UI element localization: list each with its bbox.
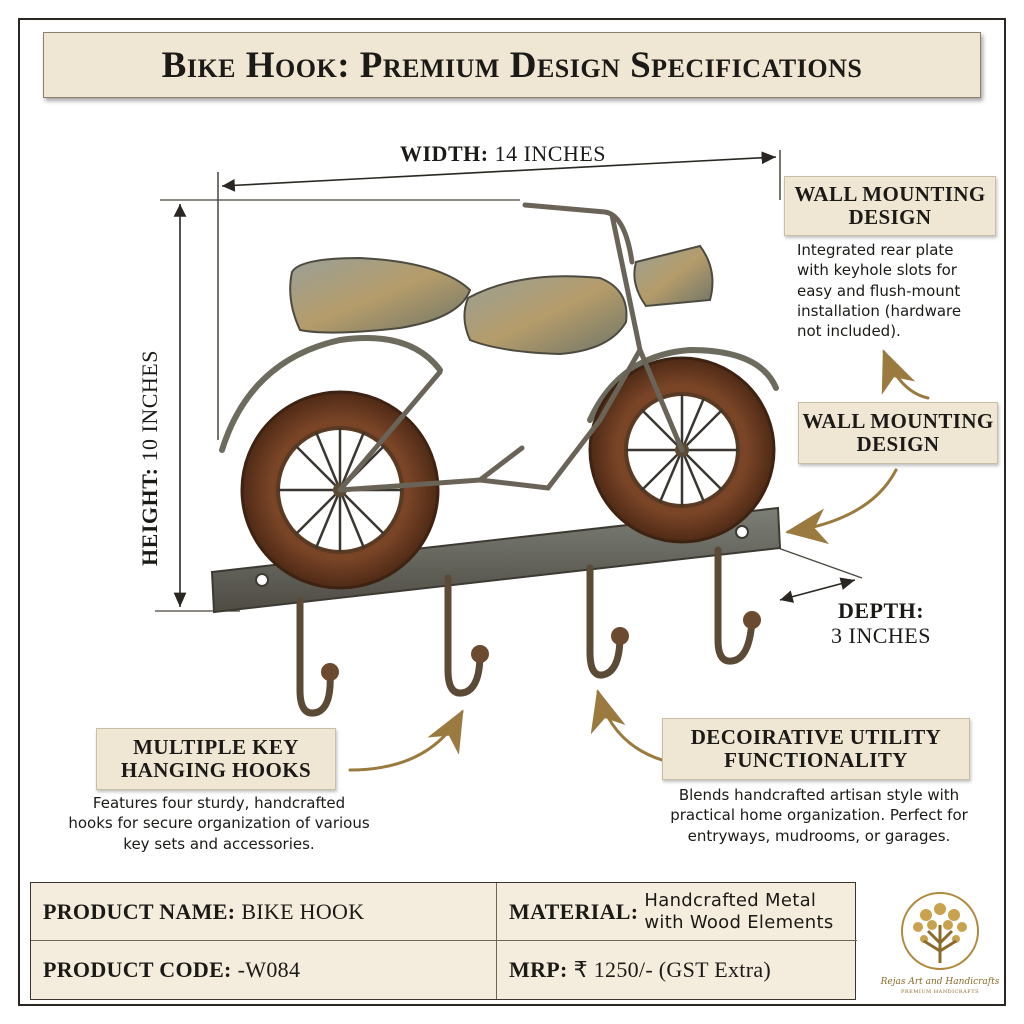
desc-line: entryways, mudrooms, or garages. (687, 826, 951, 845)
spec-key: PRODUCT CODE: (43, 957, 232, 982)
desc-line: with keyhole slots for (797, 261, 957, 280)
desc-line: Blends handcrafted artisan style with (678, 786, 960, 804)
width-dimension-line (217, 150, 781, 440)
spec-cell-product-name: PRODUCT NAME: BIKE HOOK (31, 883, 497, 941)
depth-label: DEPTH: 3 INCHES (826, 598, 936, 649)
desc-line: key sets and accessories. (123, 834, 315, 853)
hooks-line1: MULTIPLE KEY (133, 734, 299, 759)
brand-logo: Rejas Art and Handicrafts PREMIUM HANDIC… (880, 885, 1000, 1003)
spec-table: PRODUCT NAME: BIKE HOOK MATERIAL: Handcr… (30, 882, 857, 1000)
wall-mounting-label-mid: WALL MOUNTING DESIGN (798, 402, 998, 464)
desc-line: not included). (797, 322, 901, 340)
bike-frame (337, 202, 685, 493)
spec-value: Handcrafted Metal with Wood Elements (644, 890, 833, 933)
desc-line: easy and flush-mount (797, 281, 961, 300)
spec-value: -W084 (237, 957, 301, 982)
material-line1: Handcrafted Metal (644, 889, 817, 911)
hooks-label: MULTIPLE KEY HANGING HOOKS (96, 728, 336, 790)
spec-value: BIKE HOOK (241, 898, 365, 924)
depth-dimension-line (777, 547, 863, 603)
depth-key: DEPTH: (837, 598, 925, 623)
brand-name: Rejas Art and Handicrafts (880, 977, 1000, 987)
spec-key: MRP: (509, 957, 568, 982)
wall-mounting-mid-line1: WALL MOUNTING (802, 408, 994, 433)
spec-cell-mrp: MRP: ₹ 1250/- (GST Extra) (497, 941, 857, 999)
depth-value: 3 INCHES (831, 623, 931, 649)
wall-mounting-top-line1: WALL MOUNTING (794, 181, 986, 206)
width-value: 14 INCHES (494, 141, 607, 166)
utility-label: DECOIRATIVE UTILITY FUNCTIONALITY (662, 718, 970, 780)
bike-seat (289, 256, 472, 334)
height-key: HEIGHT: (137, 467, 162, 566)
width-key: WIDTH: (400, 141, 489, 166)
brand-tagline: PREMIUM HANDICRAFTS (900, 989, 980, 995)
bike-headlight (633, 244, 714, 308)
desc-line: installation (hardware (797, 301, 962, 320)
utility-description: Blends handcrafted artisan style with pr… (646, 785, 992, 846)
utility-line2: FUNCTIONALITY (724, 748, 908, 772)
wall-mounting-mid-line2: DESIGN (856, 432, 940, 456)
desc-line: Features four sturdy, handcrafted (92, 794, 346, 812)
spec-cell-product-code: PRODUCT CODE: -W084 (31, 941, 497, 999)
desc-line: hooks for secure organization of various (68, 814, 370, 833)
wall-mounting-description: Integrated rear plate with keyhole slots… (797, 240, 997, 341)
spec-cell-material: MATERIAL: Handcrafted Metal with Wood El… (497, 883, 857, 941)
spec-key: MATERIAL: (509, 898, 639, 924)
desc-line: Integrated rear plate (797, 241, 954, 259)
spec-key: PRODUCT NAME: (43, 898, 236, 924)
tree-logo-icon (901, 892, 979, 970)
page-title: Bike Hook: Premium Design Specifications (43, 32, 981, 98)
wall-mounting-label-top: WALL MOUNTING DESIGN (784, 176, 996, 236)
material-line2: with Wood Elements (644, 911, 834, 933)
bike-tank (463, 275, 628, 356)
callout-arrows (348, 349, 930, 772)
height-label: HEIGHT: 10 INCHES (137, 338, 163, 578)
wall-mounting-top-line2: DESIGN (848, 205, 932, 229)
width-label: WIDTH: 14 INCHES (400, 141, 606, 167)
key-hooks (296, 546, 756, 717)
desc-line: practical home organization. Perfect for (670, 806, 968, 825)
hooks-description: Features four sturdy, handcrafted hooks … (44, 793, 394, 854)
spec-value: ₹ 1250/- (GST Extra) (573, 957, 772, 982)
height-value: 10 INCHES (137, 350, 162, 462)
utility-line1: DECOIRATIVE UTILITY (690, 724, 942, 749)
page-frame (18, 18, 1006, 1006)
hooks-line2: HANGING HOOKS (120, 758, 312, 782)
bike-fenders (219, 335, 779, 453)
